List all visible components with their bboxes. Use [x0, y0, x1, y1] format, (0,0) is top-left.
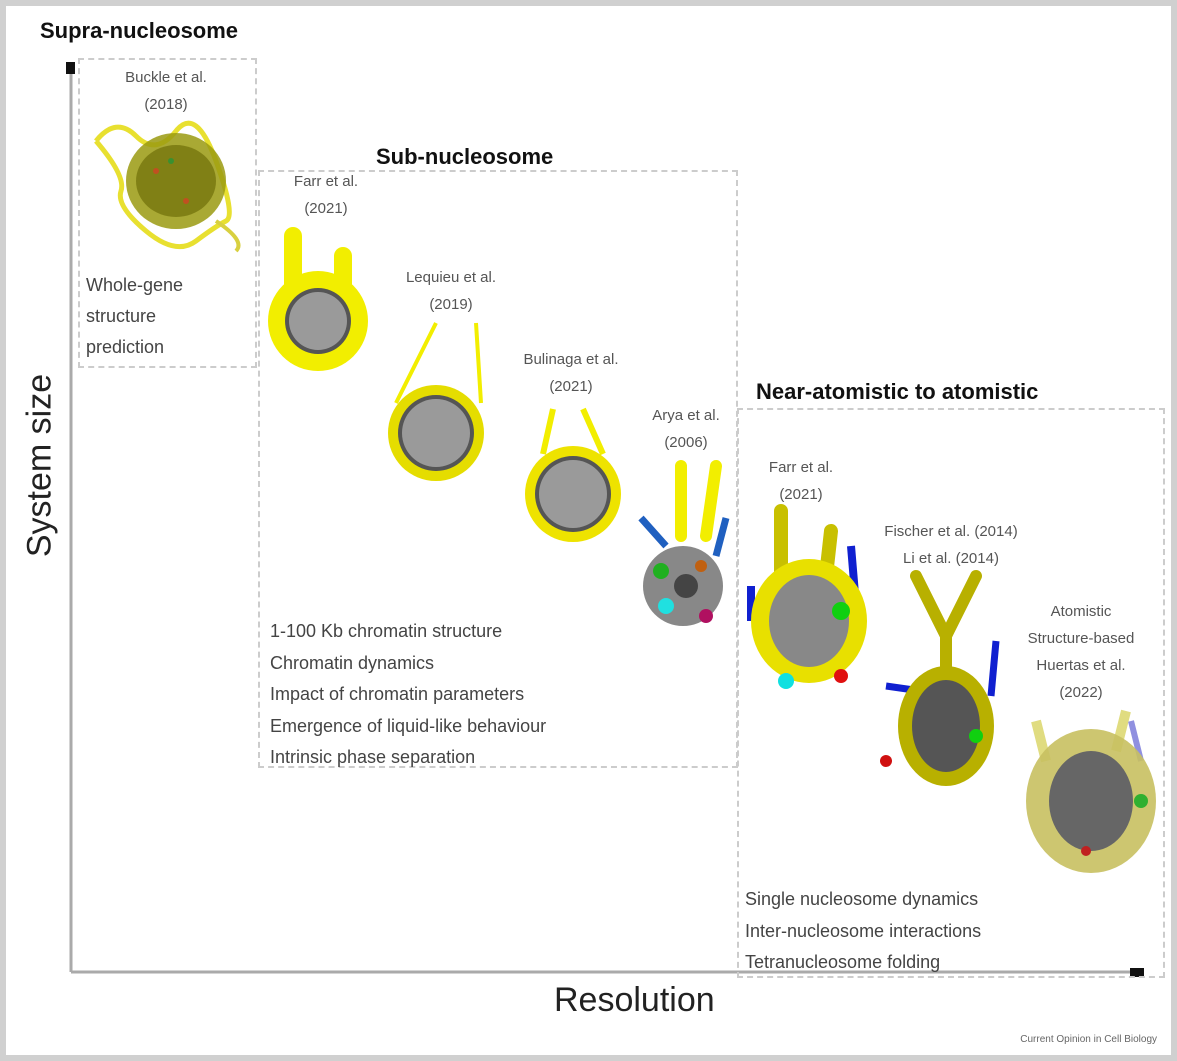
- description-line: Single nucleosome dynamics: [745, 889, 979, 909]
- description-line: Intrinsic phase separation: [270, 747, 476, 767]
- citation-line: Farr et al.: [293, 173, 359, 190]
- near-description: Single nucleosome dynamics Inter-nucleos…: [745, 884, 981, 979]
- y-axis-label: System size: [20, 373, 59, 558]
- near-citation-huertas: Atomistic Structure-based Huertas et al.…: [1016, 598, 1146, 706]
- citation-line: Arya et al.: [652, 407, 720, 424]
- nucleosome-model-farr: [268, 227, 368, 371]
- supra-citation: Buckle et al. (2018): [106, 64, 226, 118]
- whole-gene-model-image: [94, 120, 241, 253]
- citation-line: Fischer et al. (2014): [884, 523, 1018, 540]
- near-box: [737, 408, 1165, 978]
- citation-line: Structure-based: [1027, 630, 1135, 647]
- citation-line: Huertas et al.: [1036, 657, 1126, 674]
- description-line: 1-100 Kb chromatin structure: [270, 621, 503, 641]
- citation-line: Bulinaga et al.: [523, 351, 619, 368]
- supra-title: Supra-nucleosome: [40, 18, 239, 43]
- citation-line: (2018): [144, 96, 188, 113]
- journal-footer: Current Opinion in Cell Biology: [1020, 1034, 1157, 1045]
- sub-title: Sub-nucleosome: [376, 144, 554, 169]
- atomistic-nucleosome-model: [1026, 709, 1156, 873]
- near-citation-fischer-li: Fischer et al. (2014) Li et al. (2014): [846, 518, 1056, 572]
- tetranucleosome-model-fischer: [880, 570, 1000, 786]
- citation-line: (2021): [304, 200, 348, 217]
- sub-citation-farr: Farr et al. (2021): [266, 168, 386, 222]
- citation-line: (2021): [549, 378, 593, 395]
- description-line: Inter-nucleosome interactions: [745, 920, 982, 941]
- citation-line: Farr et al.: [768, 459, 834, 476]
- citation-line: (2019): [429, 296, 473, 313]
- near-title: Near-atomistic to atomistic: [756, 379, 1039, 404]
- citation-line: (2022): [1059, 684, 1103, 701]
- sub-citation-bulinaga: Bulinaga et al. (2021): [506, 346, 636, 400]
- nucleosome-model-bulinaga: [525, 407, 621, 542]
- near-citation-farr: Farr et al. (2021): [746, 454, 856, 508]
- citation-line: Atomistic: [1050, 603, 1112, 620]
- description-line: Chromatin dynamics: [270, 652, 435, 673]
- citation-line: (2021): [779, 486, 823, 503]
- nucleosome-model-farr-near: [747, 504, 867, 689]
- nucleosome-model-arya: [638, 460, 730, 626]
- x-axis-arrowhead: [1130, 968, 1144, 977]
- sub-citation-lequieu: Lequieu et al. (2019): [386, 264, 516, 318]
- description-line: Emergence of liquid-like behaviour: [270, 715, 547, 736]
- description-line: Whole-gene: [86, 275, 184, 295]
- description-line: Impact of chromatin parameters: [270, 684, 525, 704]
- citation-line: (2006): [664, 434, 708, 451]
- supra-description: Whole-gene structure prediction: [86, 270, 183, 363]
- sub-description: 1-100 Kb chromatin structure Chromatin d…: [270, 616, 546, 774]
- y-axis-arrowhead: [66, 62, 75, 74]
- description-line: Tetranucleosome folding: [745, 952, 941, 972]
- citation-line: Buckle et al.: [125, 69, 207, 86]
- description-line: prediction: [86, 337, 165, 357]
- supra-box: [78, 58, 257, 368]
- citation-line: Li et al. (2014): [903, 550, 999, 567]
- citation-line: Lequieu et al.: [405, 269, 497, 286]
- description-line: structure: [86, 306, 157, 326]
- sub-citation-arya: Arya et al. (2006): [631, 402, 741, 456]
- nucleosome-model-lequieu: [388, 322, 484, 481]
- x-axis-label: Resolution: [554, 981, 715, 1019]
